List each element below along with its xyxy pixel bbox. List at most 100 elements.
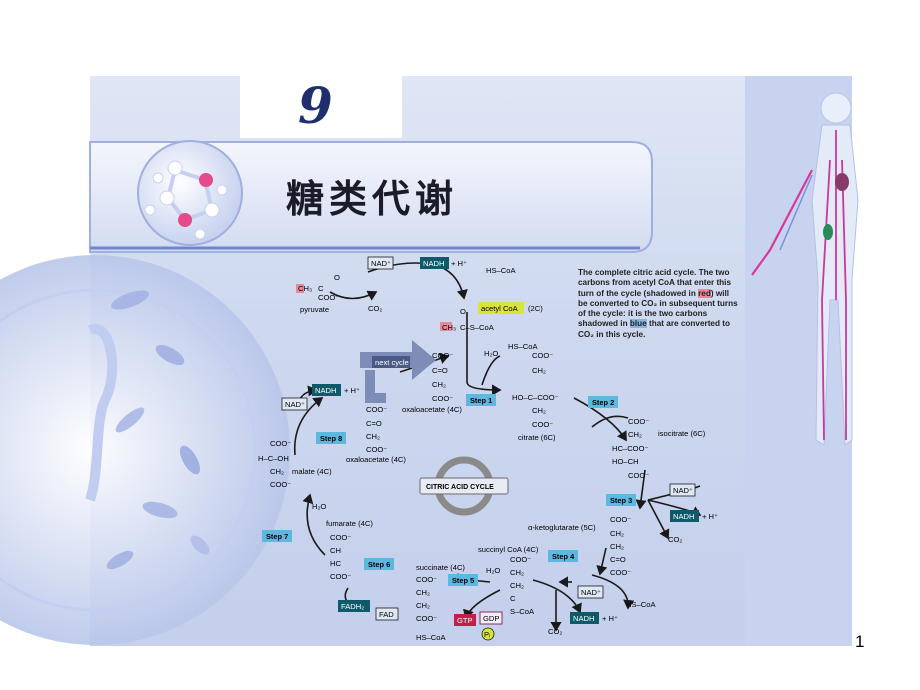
label-h2o-5: H₂O bbox=[486, 566, 500, 575]
scoa-ch2b: CH₂ bbox=[510, 581, 524, 590]
akg-coo1: COO⁻ bbox=[610, 515, 631, 524]
label-hscoa-5: HS–CoA bbox=[416, 633, 446, 642]
label-coo: COO⁻ bbox=[318, 293, 339, 302]
label-ketoglutarate: α-ketoglutarate (5C) bbox=[528, 523, 596, 532]
fum-ch: CH bbox=[330, 546, 341, 555]
oxalo-ch2: CH₂ bbox=[432, 380, 446, 389]
succ-coo2: COO⁻ bbox=[416, 614, 437, 623]
step-1: Step 1 bbox=[470, 396, 492, 405]
step-5: Step 5 bbox=[452, 576, 474, 585]
oxalo-coo1: COO⁻ bbox=[432, 351, 453, 360]
label-nadh-4: NADH bbox=[573, 614, 595, 623]
label-nad-8: NAD⁺ bbox=[285, 400, 305, 409]
label-acetyl-c: (2C) bbox=[528, 304, 543, 313]
label-citrate: citrate (6C) bbox=[518, 433, 556, 442]
mal-ch2: CH₂ bbox=[270, 467, 284, 476]
label-next-cycle: next cycle bbox=[375, 358, 409, 367]
label-h-3: + H⁺ bbox=[702, 512, 718, 521]
iso-ch2: CH₂ bbox=[628, 430, 642, 439]
succ-ch2b: CH₂ bbox=[416, 601, 430, 610]
label-nad-top: NAD⁺ bbox=[371, 259, 391, 268]
cell-orb-illustration bbox=[0, 255, 290, 645]
slide-number-box bbox=[240, 76, 402, 138]
label-hscoa-1: HS–CoA bbox=[508, 342, 538, 351]
label-hscoa-4: HS–CoA bbox=[626, 600, 656, 609]
label-o2: O bbox=[460, 307, 466, 316]
citrate-coo2: COO⁻ bbox=[532, 420, 553, 429]
iso-coo1: COO⁻ bbox=[628, 417, 649, 426]
label-h2o-1: H₂O bbox=[484, 349, 498, 358]
label-citric-acid-cycle: CITRIC ACID CYCLE bbox=[426, 484, 494, 491]
akg-ch2: CH₂ bbox=[610, 529, 624, 538]
label-succinate: succinate (4C) bbox=[416, 563, 465, 572]
label-oxaloacetate-left: oxaloacetate (4C) bbox=[346, 455, 406, 464]
fum-coo1: COO⁻ bbox=[330, 533, 351, 542]
mal-hcoh: H–C–OH bbox=[258, 454, 289, 463]
step-8: Step 8 bbox=[320, 434, 342, 443]
ox2-co: C=O bbox=[366, 419, 382, 428]
fum-hc: HC bbox=[330, 559, 341, 568]
scoa-c: C bbox=[510, 594, 516, 603]
label-h-8: + H⁺ bbox=[344, 386, 360, 395]
scoa-ch2: CH₂ bbox=[510, 568, 524, 577]
human-figure-illustration bbox=[745, 76, 859, 646]
label-oxaloacetate-top: oxaloacetate (4C) bbox=[402, 405, 462, 414]
label-o: O bbox=[334, 273, 340, 282]
label-fad: FAD bbox=[379, 610, 394, 619]
citrate-ch2b: CH₂ bbox=[532, 406, 546, 415]
label-fumarate: fumarate (4C) bbox=[326, 519, 373, 528]
label-h-4: + H⁺ bbox=[602, 614, 618, 623]
label-h2o-7: H₂O bbox=[312, 502, 326, 511]
step-3: Step 3 bbox=[610, 496, 632, 505]
ox2-ch2: CH₂ bbox=[366, 432, 380, 441]
page-number: 1 bbox=[855, 632, 865, 651]
label-nad-4: NAD⁺ bbox=[581, 588, 601, 597]
label-co2-3: CO₂ bbox=[668, 535, 682, 544]
akg-coo2: COO⁻ bbox=[610, 568, 631, 577]
iso-hc: HC–COO⁻ bbox=[612, 444, 649, 453]
label-co2-4: CO₂ bbox=[548, 627, 562, 636]
iso-hoch: HO–CH bbox=[612, 457, 639, 466]
label-gdp: GDP bbox=[483, 614, 499, 623]
ox2-coo1: COO⁻ bbox=[366, 405, 387, 414]
slide-number: 9 bbox=[298, 76, 333, 135]
oxalo-coo2: COO⁻ bbox=[432, 394, 453, 403]
label-nadh-top: NADH bbox=[423, 259, 445, 268]
label-acetyl: acetyl CoA bbox=[481, 304, 519, 313]
citrate-coo1: COO⁻ bbox=[532, 351, 553, 360]
label-c: C bbox=[318, 284, 324, 293]
iso-coo2: COO⁻ bbox=[628, 471, 649, 480]
akg-ch2b: CH₂ bbox=[610, 542, 624, 551]
label-nad-3: NAD⁺ bbox=[673, 486, 693, 495]
molecule-icon bbox=[137, 140, 243, 246]
label-ch3: CH₃ bbox=[298, 284, 312, 293]
label-ch3-2: CH₃ bbox=[442, 323, 456, 332]
fum-coo2: COO⁻ bbox=[330, 572, 351, 581]
step-4: Step 4 bbox=[552, 552, 575, 561]
slide-title: 糖类代谢 bbox=[286, 177, 459, 221]
akg-co: C=O bbox=[610, 555, 626, 564]
step-7: Step 7 bbox=[266, 532, 288, 541]
step-2: Step 2 bbox=[592, 398, 614, 407]
scoa-coo: COO⁻ bbox=[510, 555, 531, 564]
label-isocitrate: isocitrate (6C) bbox=[658, 429, 706, 438]
label-pyruvate: pyruvate bbox=[300, 305, 329, 314]
citrate-ch2: CH₂ bbox=[532, 366, 546, 375]
label-pi: Pᵢ bbox=[484, 630, 490, 639]
step-6: Step 6 bbox=[368, 560, 390, 569]
cycle-center-icon bbox=[419, 456, 509, 516]
label-hscoa-top: HS–CoA bbox=[486, 266, 516, 275]
label-nadh-8: NADH bbox=[315, 386, 337, 395]
label-h-top: + H⁺ bbox=[451, 259, 467, 268]
succ-ch2: CH₂ bbox=[416, 588, 430, 597]
label-malate: malate (4C) bbox=[292, 467, 332, 476]
oxalo-co: C=O bbox=[432, 366, 448, 375]
label-succinylcoa: succinyl CoA (4C) bbox=[478, 545, 539, 554]
label-nadh-3: NADH bbox=[673, 512, 695, 521]
scoa-s: S–CoA bbox=[510, 607, 535, 616]
citrate-ho: HO–C–COO⁻ bbox=[512, 393, 559, 402]
label-co2-top: CO₂ bbox=[368, 304, 382, 313]
label-cscoa: C–S–CoA bbox=[460, 323, 495, 332]
